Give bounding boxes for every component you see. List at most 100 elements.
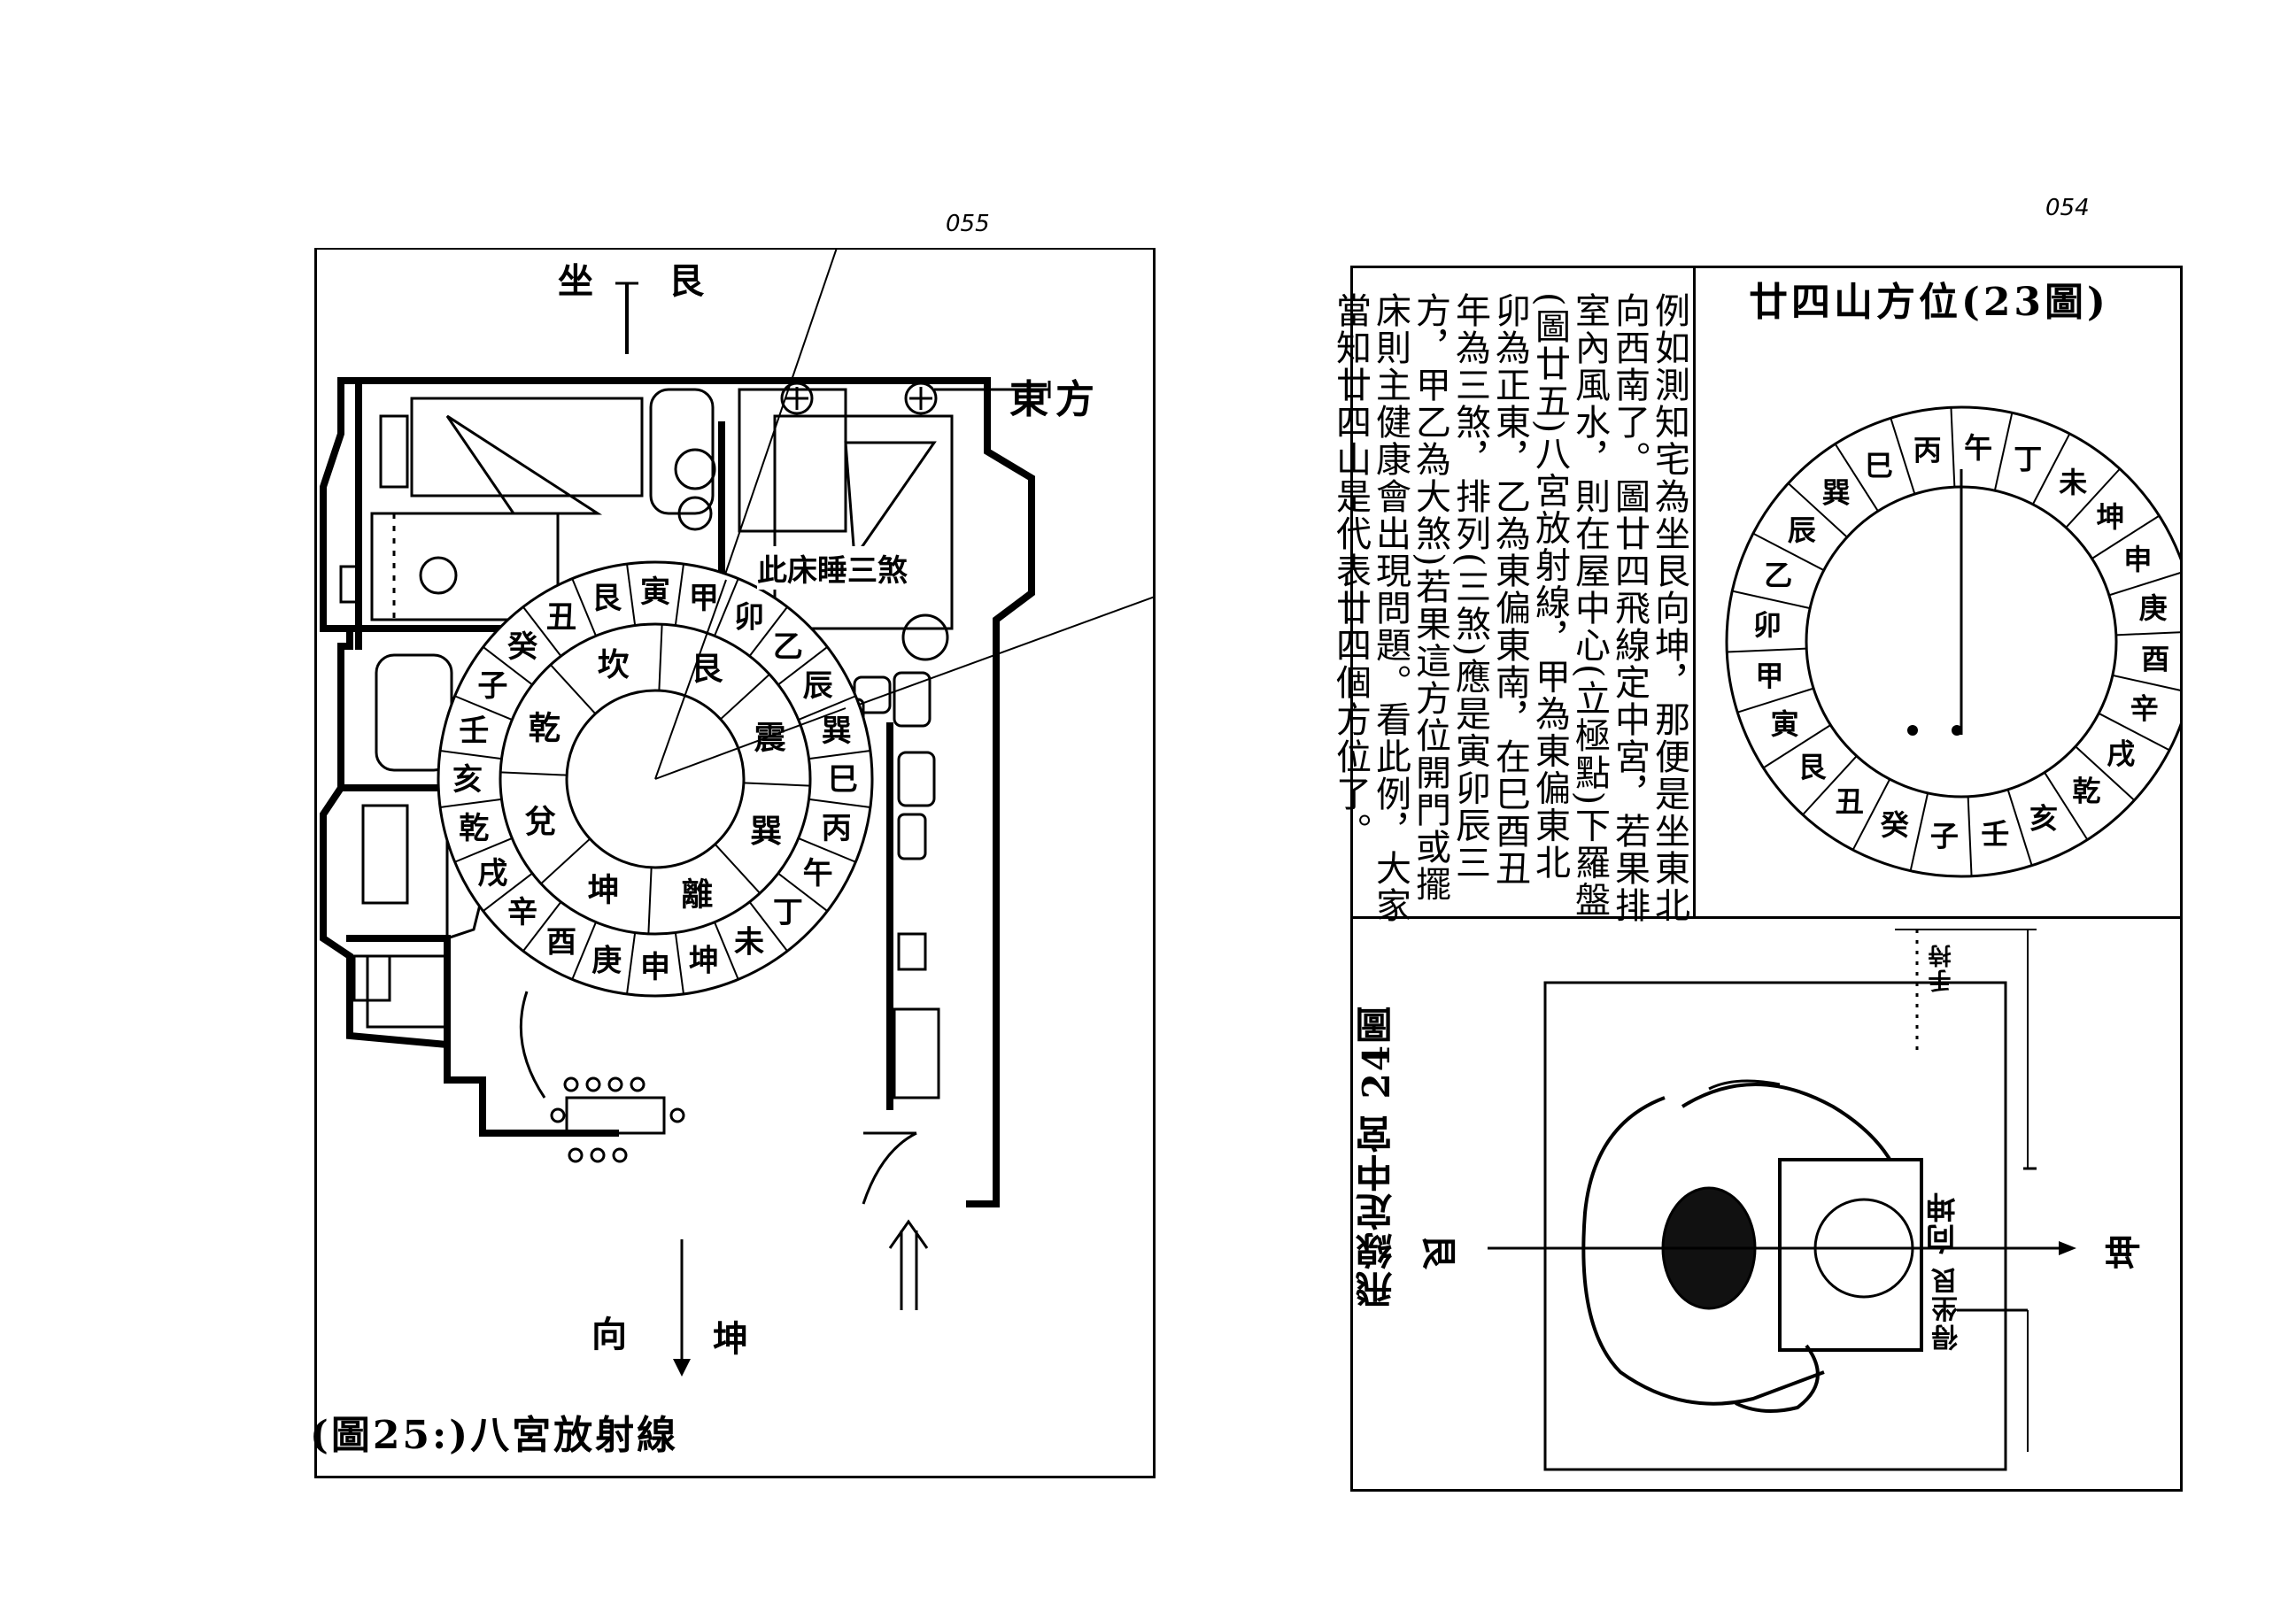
ring24-label-divider-19: [2098, 712, 2170, 752]
ring-outer-label-divider-23: [571, 578, 597, 636]
text-block-border: [1693, 266, 1696, 916]
ring24-label-21: 乾: [2072, 775, 2100, 808]
floor-plan: 艮寅甲卯乙辰巽巳丙午丁未坤申庚酉辛戌乾亥壬子癸丑 艮震巽離坤兌乾坎: [320, 248, 1156, 1377]
ring24-label-5: 甲: [1755, 659, 1783, 692]
ring24-label-divider-21: [2044, 772, 2089, 841]
fig24-label-sit-gen: 得坐艮: [1932, 1266, 1963, 1351]
fig24-label-hand-held: 手持: [1929, 943, 1955, 992]
left-page-number: 055: [946, 211, 990, 237]
ring-outer-label-divider-22: [522, 606, 562, 657]
ring24-label-14: 未: [2059, 466, 2087, 499]
ring24-label-18: 酉: [2141, 642, 2169, 675]
ring24-label-divider-8: [1787, 482, 1848, 538]
ring-inner-label-4: 坤: [588, 872, 620, 909]
ring-outer-label-divider-3: [748, 606, 788, 657]
ring24-label-divider-5: [1727, 647, 1807, 653]
ring24-label-divider-1: [1851, 778, 1891, 851]
ring24-label-7: 乙: [1764, 559, 1792, 592]
ring-inner-label-0: 艮: [691, 651, 723, 688]
ring24-label-divider-14: [2065, 467, 2121, 528]
ring24-label-divider-11: [1950, 407, 1956, 488]
ring-outer-label-divider-21: [483, 646, 533, 686]
ring-outer-label-9: 午: [803, 856, 833, 891]
label-sit: 坐: [558, 260, 593, 302]
ring-outer-label-divider-19: [439, 750, 502, 760]
ring-outer-label-7: 巳: [828, 762, 858, 798]
ring-outer-label-divider-2: [714, 578, 739, 636]
ring24-label-divider-17: [2115, 631, 2183, 636]
ring24-label-divider-0: [1909, 792, 1929, 871]
ring24-label-12: 午: [1964, 431, 1992, 465]
ring-outer-label-divider-20: [454, 695, 513, 721]
figure-25-caption: (圖25:)八宮放射線: [310, 1413, 679, 1458]
ring24-label-divider-18: [2112, 674, 2183, 692]
ring-outer-label-divider-0: [626, 563, 637, 626]
ring-outer-label-13: 申: [640, 950, 670, 985]
label-kun-bottom: 坤: [713, 1318, 748, 1360]
ring24-label-divider-4: [1736, 687, 1814, 714]
right-page-number: 054: [2045, 195, 2090, 221]
text-column-4: (圖廿五)八宮放射線，甲為東偏東北: [1529, 292, 1570, 882]
ring24-label-13: 丁: [2014, 442, 2042, 475]
right-page-divider: [1350, 916, 2183, 919]
ring-outer-label-5: 辰: [803, 668, 833, 704]
text-column-1: 例如測知宅為坐艮向坤，那便是坐東北: [1649, 292, 1689, 924]
ring24-label-divider-13: [2031, 433, 2071, 505]
ring-outer-label-2: 甲: [689, 581, 719, 616]
text-column-6: 年為三煞，排列(三煞)應是寅卯辰三: [1449, 292, 1490, 882]
ring24-label-divider-16: [2108, 571, 2183, 597]
ring24-label-16: 申: [2123, 543, 2152, 576]
ring24-label-6: 卯: [1753, 608, 1782, 642]
ring-inner-label-7: 坎: [598, 646, 630, 683]
ring-inner-label-6: 乾: [529, 709, 560, 746]
ring-inner-label-divider-3: [647, 867, 653, 934]
ring-outer-label-divider-13: [626, 932, 637, 995]
figure-23-title: 廿四山方位(23圖): [1749, 280, 2109, 325]
ring-inner-label-divider-0: [720, 674, 770, 721]
ring-inner-label-divider-6: [550, 664, 597, 714]
ring24-label-17: 庚: [2139, 591, 2168, 625]
ring24-label-divider-6: [1732, 590, 1811, 610]
ring-outer-label-19: 亥: [452, 762, 483, 798]
ring-outer-label-3: 卯: [734, 599, 764, 635]
ring24-label-10: 巳: [1865, 449, 1893, 482]
ring-outer-label-22: 癸: [506, 629, 537, 665]
ring24-label-divider-2: [1802, 755, 1858, 816]
text-column-9: 當知廿四山是代表廿四個方位了。: [1330, 292, 1371, 850]
ring-outer-label-divider-12: [674, 932, 684, 995]
eight-palace-compass: 艮寅甲卯乙辰巽巳丙午丁未坤申庚酉辛戌乾亥壬子癸丑 艮震巽離坤兌乾坎: [437, 560, 874, 998]
ring-outer-label-8: 丙: [822, 811, 852, 846]
ring-outer-label-18: 乾: [459, 811, 489, 846]
ring-outer-label-divider-9: [777, 872, 828, 912]
ring-outer-label-divider-8: [798, 837, 856, 863]
ring-inner-label-divider-4: [540, 837, 591, 884]
ring24-label-9: 巽: [1822, 476, 1851, 510]
ring24-label-divider-9: [1834, 443, 1879, 512]
ring-inner-label-2: 巽: [750, 813, 782, 850]
ring-outer-label-12: 坤: [689, 944, 719, 979]
ring-outer-label-divider-10: [748, 901, 788, 952]
text-column-5: 卯為正東，乙為東偏東南，在巳酉丑: [1489, 292, 1530, 887]
ring24-label-8: 辰: [1788, 513, 1816, 547]
ring-outer-label-divider-1: [674, 563, 684, 626]
ring-outer-label-divider-16: [483, 872, 533, 912]
ring-inner-label-5: 兌: [524, 803, 556, 840]
ring-outer-label-divider-18: [439, 798, 502, 808]
ring24-label-20: 戌: [2107, 737, 2135, 770]
ring-outer-label-20: 壬: [459, 714, 489, 749]
text-column-3: 室內風水，則在屋中心(立極點)下羅盤: [1569, 292, 1610, 919]
text-column-7: 方，甲乙為大煞)若果這方位開門或擺: [1410, 292, 1450, 903]
fig24-label-face-kun: 向坤: [1926, 1191, 1961, 1254]
ring-inner-label-divider-7: [658, 624, 663, 691]
ring24-label-2: 丑: [1836, 784, 1864, 818]
ring-outer-label-10: 丁: [773, 895, 803, 930]
ring-outer-label-divider-5: [798, 695, 856, 721]
ring24-label-divider-22: [2006, 789, 2033, 867]
label-face: 向: [591, 1314, 627, 1355]
ring-inner-label-divider-5: [500, 771, 568, 776]
bed-three-sha-note: 此床睡三煞: [757, 546, 908, 590]
ring-inner-label-divider-1: [743, 782, 810, 787]
figure-24-caption: 飛線定中宮 24圖: [1355, 1005, 1398, 1309]
ring-outer-label-divider-4: [777, 646, 828, 686]
ring-outer-label-1: 寅: [640, 575, 670, 610]
